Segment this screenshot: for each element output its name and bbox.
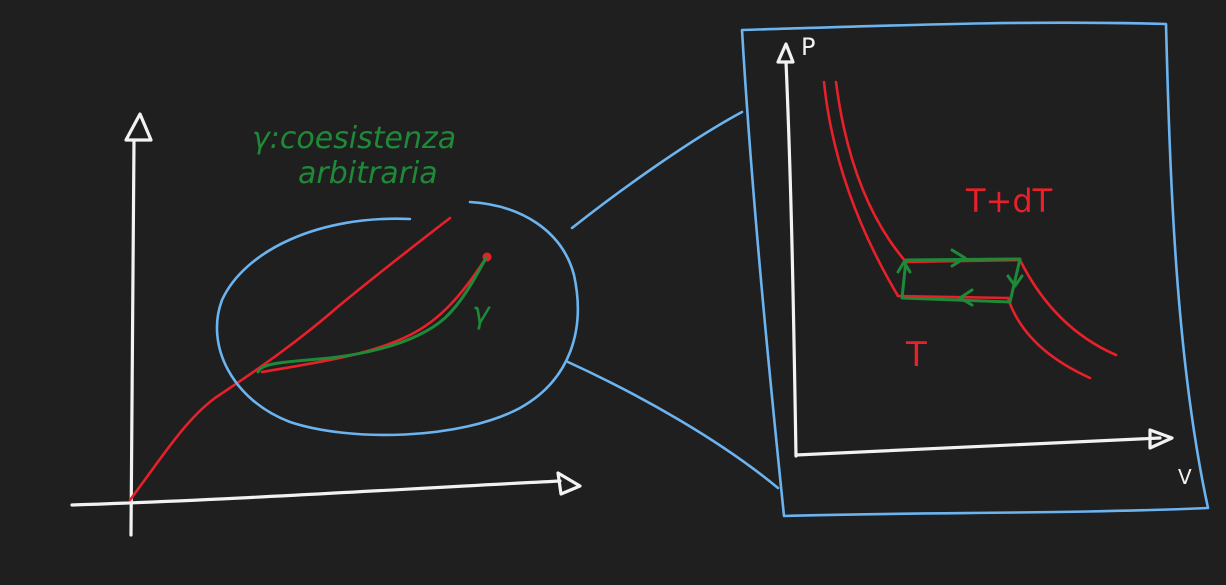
p-axis-arrowhead xyxy=(776,42,795,64)
cycle-arrow-left xyxy=(896,260,912,274)
p-axis-label: P xyxy=(801,33,815,61)
cycle-arrow-right xyxy=(1006,274,1024,288)
zoom-frame xyxy=(740,21,1210,518)
left-x-axis xyxy=(70,479,562,507)
coexistence-curve-zoomed-segment xyxy=(260,256,488,374)
left-y-axis-arrowhead xyxy=(124,112,153,142)
carnot-like-cycle xyxy=(900,257,1022,304)
v-axis xyxy=(794,436,1162,457)
cycle-arrow-bottom xyxy=(958,288,974,307)
left-x-axis-arrowhead xyxy=(556,471,582,496)
p-axis xyxy=(784,60,798,458)
gamma-label: γ xyxy=(472,296,492,331)
coexistence-curve xyxy=(128,216,452,502)
isotherm-TdT-right xyxy=(1018,258,1118,357)
v-axis-label: V xyxy=(1178,465,1192,489)
cycle-arrow-top xyxy=(950,248,967,268)
zoom-connector-bottom xyxy=(566,360,780,490)
left-phase-diagram: γ:coesistenza arbitraria γ xyxy=(70,112,582,537)
zoomed-pv-diagram: P V T+dT T xyxy=(740,21,1210,518)
isotherm-T-plateau xyxy=(896,294,1010,300)
curve-note-line2: arbitraria xyxy=(298,156,438,191)
zoom-region-ellipse xyxy=(215,200,580,437)
isotherm-T-left xyxy=(822,80,900,298)
isotherm-TdT-left xyxy=(834,80,908,264)
isotherm-T-right xyxy=(1006,296,1092,380)
gamma-path xyxy=(256,256,488,374)
zoom-connector-top xyxy=(570,110,744,230)
v-axis-arrowhead xyxy=(1148,428,1174,450)
isotherm-T-label: T xyxy=(905,335,927,375)
isotherm-TdT-label: T+dT xyxy=(965,182,1053,220)
left-y-axis xyxy=(129,138,136,537)
curve-note-line1: γ:coesistenza xyxy=(252,121,456,156)
